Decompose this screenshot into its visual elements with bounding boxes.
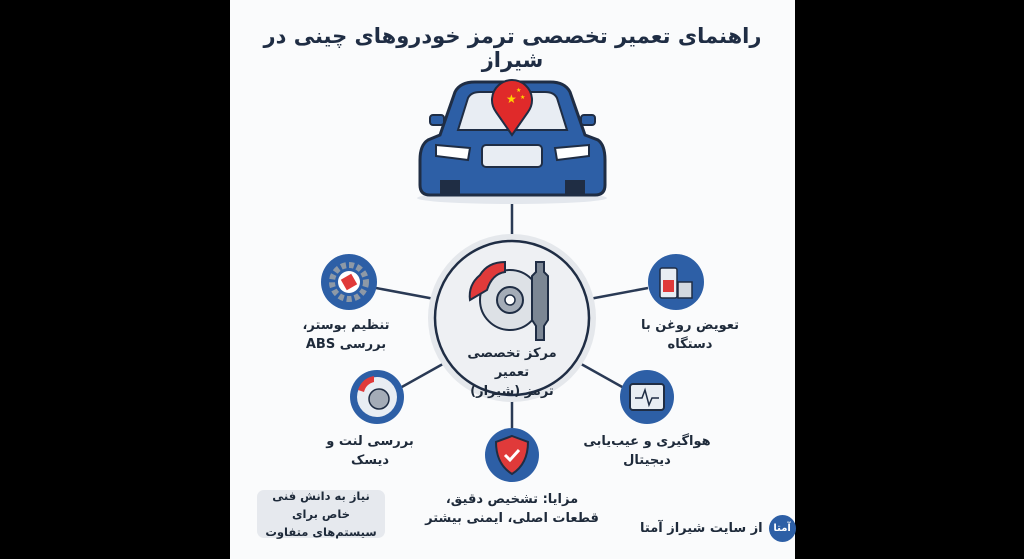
page-title: راهنمای تعمیر تخصصی ترمز خودروهای چینی د…: [263, 24, 762, 72]
diagnostic-monitor-icon: [620, 370, 674, 424]
label-benefits: مزایا: تشخیص دقیق، قطعات اصلی، ایمنی بیش…: [422, 490, 602, 528]
note-line1: نیاز به دانش فنی خاص برای: [272, 489, 370, 521]
label-line: دیسک: [350, 453, 390, 468]
note-line2: سیستم‌های متفاوت: [265, 525, 377, 539]
brake-fluid-machine-icon: [648, 254, 704, 310]
label-booster: تنظیم بوستر، بررسی ABS: [266, 316, 426, 354]
label-bleeding: هواگیری و عیب‌یابی دیجیتال: [567, 432, 727, 470]
label-line: قطعات اصلی، ایمنی بیشتر: [425, 511, 599, 526]
label-line: مزایا: تشخیص دقیق،: [445, 492, 579, 507]
note-box: نیاز به دانش فنی خاص برای سیستم‌های متفا…: [257, 489, 385, 539]
svg-text:★: ★: [520, 94, 525, 101]
brake-disc-icon: [350, 370, 404, 424]
svg-text:★: ★: [516, 87, 521, 94]
brand-logo: آمتا: [768, 514, 796, 542]
center-label: مرکز تخصصی تعمیر ترمز (شیراز): [452, 344, 572, 401]
svg-text:★: ★: [506, 92, 517, 106]
china-flag-pin-icon: ★ ★ ★: [491, 79, 533, 137]
shield-check-icon: [485, 428, 539, 482]
connector-lines: [375, 198, 649, 428]
brand-text: از سایت شیراز آمتا: [640, 520, 763, 536]
label-oil: تعویض روغن با دستگاه: [610, 316, 770, 354]
gear-piston-icon: [321, 254, 377, 310]
label-line: بررسی ABS: [305, 337, 387, 352]
label-line: بررسی لنت و: [326, 434, 414, 449]
label-pads: بررسی لنت و دیسک: [290, 432, 450, 470]
brand: از سایت شیراز آمتا آمتا: [640, 514, 796, 542]
label-line: تعویض روغن با: [641, 318, 739, 333]
label-line: تنظیم بوستر،: [302, 318, 390, 333]
label-line: دیجیتال: [623, 453, 671, 468]
label-line: هواگیری و عیب‌یابی: [583, 434, 711, 449]
center-label-line1: مرکز تخصصی تعمیر: [467, 346, 557, 380]
center-hub: [428, 234, 596, 402]
center-label-line2: ترمز (شیراز): [470, 384, 554, 399]
label-line: دستگاه: [667, 337, 713, 352]
